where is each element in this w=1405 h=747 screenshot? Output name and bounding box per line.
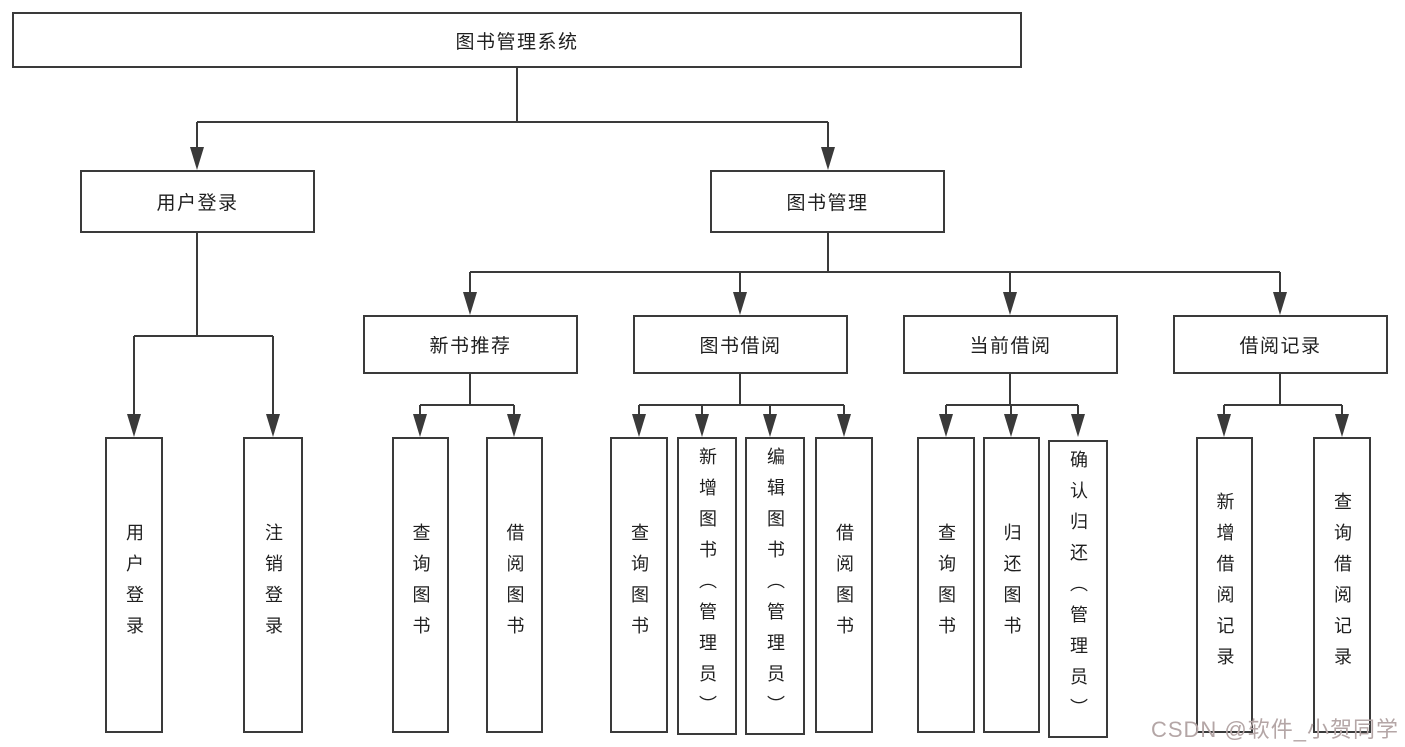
arrow-down-icon: [939, 414, 953, 437]
arrow-down-icon: [413, 414, 427, 437]
node-label: 图书借阅: [699, 336, 782, 357]
arrow-down-icon: [507, 414, 521, 437]
node-leaf-borrow-book: 借阅图书: [815, 437, 873, 733]
arrow-down-icon: [1003, 292, 1017, 315]
arrow-down-icon: [190, 147, 204, 170]
node-new-book-recommend: 新书推荐: [363, 315, 578, 374]
node-label: 查询借阅记录: [1332, 492, 1352, 678]
node-label: 用户登录: [156, 193, 239, 214]
node-leaf-query-book-borrow: 查询图书: [610, 437, 668, 733]
node-leaf-confirm-return-admin: 确认归还（管理员）: [1048, 440, 1108, 738]
node-book-management: 图书管理: [710, 170, 945, 233]
node-label: 用户登录: [124, 523, 144, 647]
node-label: 编辑图书（管理员）: [765, 446, 785, 726]
arrow-down-icon: [1217, 414, 1231, 437]
connector-book-management-to-level3: [469, 233, 1281, 296]
node-label: 查询图书: [410, 523, 431, 647]
node-leaf-query-borrow-record: 查询借阅记录: [1313, 437, 1371, 733]
connector-book-borrow-to-leaves: [638, 374, 845, 418]
arrow-down-icon: [266, 414, 280, 437]
arrow-down-icon: [695, 414, 709, 437]
node-leaf-add-book-admin: 新增图书（管理员）: [677, 437, 737, 735]
node-current-borrow: 当前借阅: [903, 315, 1118, 374]
arrow-down-icon: [127, 414, 141, 437]
node-label: 借阅记录: [1239, 336, 1322, 357]
node-leaf-borrow-book-recommend: 借阅图书: [486, 437, 543, 733]
node-leaf-query-book-recommend: 查询图书: [392, 437, 449, 733]
arrow-down-icon: [1273, 292, 1287, 315]
connector-root-to-level2: [196, 68, 829, 150]
node-label: 当前借阅: [969, 336, 1052, 357]
node-leaf-logout-login: 注销登录: [243, 437, 303, 733]
node-user-login: 用户登录: [80, 170, 315, 233]
arrow-down-icon: [1004, 414, 1018, 437]
node-leaf-user-login: 用户登录: [105, 437, 163, 733]
node-label: 借阅图书: [834, 523, 854, 647]
node-label: 新增借阅记录: [1214, 492, 1235, 678]
csdn-watermark: CSDN @软件_小贺同学: [1150, 717, 1399, 742]
arrow-down-icon: [821, 147, 835, 170]
node-label: 借阅图书: [504, 523, 525, 647]
node-leaf-add-borrow-record: 新增借阅记录: [1196, 437, 1253, 733]
node-label: 归还图书: [1001, 523, 1022, 647]
connector-user-login-to-leaves: [133, 233, 274, 418]
arrow-down-icon: [837, 414, 851, 437]
node-label: 注销登录: [263, 523, 283, 647]
arrow-down-icon: [1071, 414, 1085, 437]
arrow-down-icon: [463, 292, 477, 315]
node-label: 确认归还（管理员）: [1068, 449, 1088, 729]
node-leaf-edit-book-admin: 编辑图书（管理员）: [745, 437, 805, 735]
node-label: 新增图书（管理员）: [697, 446, 717, 726]
arrow-down-icon: [632, 414, 646, 437]
node-borrow-records: 借阅记录: [1173, 315, 1388, 374]
node-label: 新书推荐: [429, 336, 512, 357]
node-label: 图书管理: [786, 193, 869, 214]
node-label: 查询图书: [936, 523, 956, 647]
node-label: 图书管理系统: [455, 31, 579, 53]
node-root: 图书管理系统: [12, 12, 1022, 68]
node-leaf-query-book-current: 查询图书: [917, 437, 975, 733]
node-book-borrow: 图书借阅: [633, 315, 848, 374]
connector-borrow-records-to-leaves: [1223, 374, 1343, 418]
arrow-down-icon: [763, 414, 777, 437]
arrow-down-icon: [733, 292, 747, 315]
connector-new-book-to-leaves: [419, 374, 515, 418]
node-label: 查询图书: [629, 523, 649, 647]
node-leaf-return-book: 归还图书: [983, 437, 1040, 733]
arrow-down-icon: [1335, 414, 1349, 437]
connector-current-borrow-to-leaves: [945, 374, 1079, 418]
